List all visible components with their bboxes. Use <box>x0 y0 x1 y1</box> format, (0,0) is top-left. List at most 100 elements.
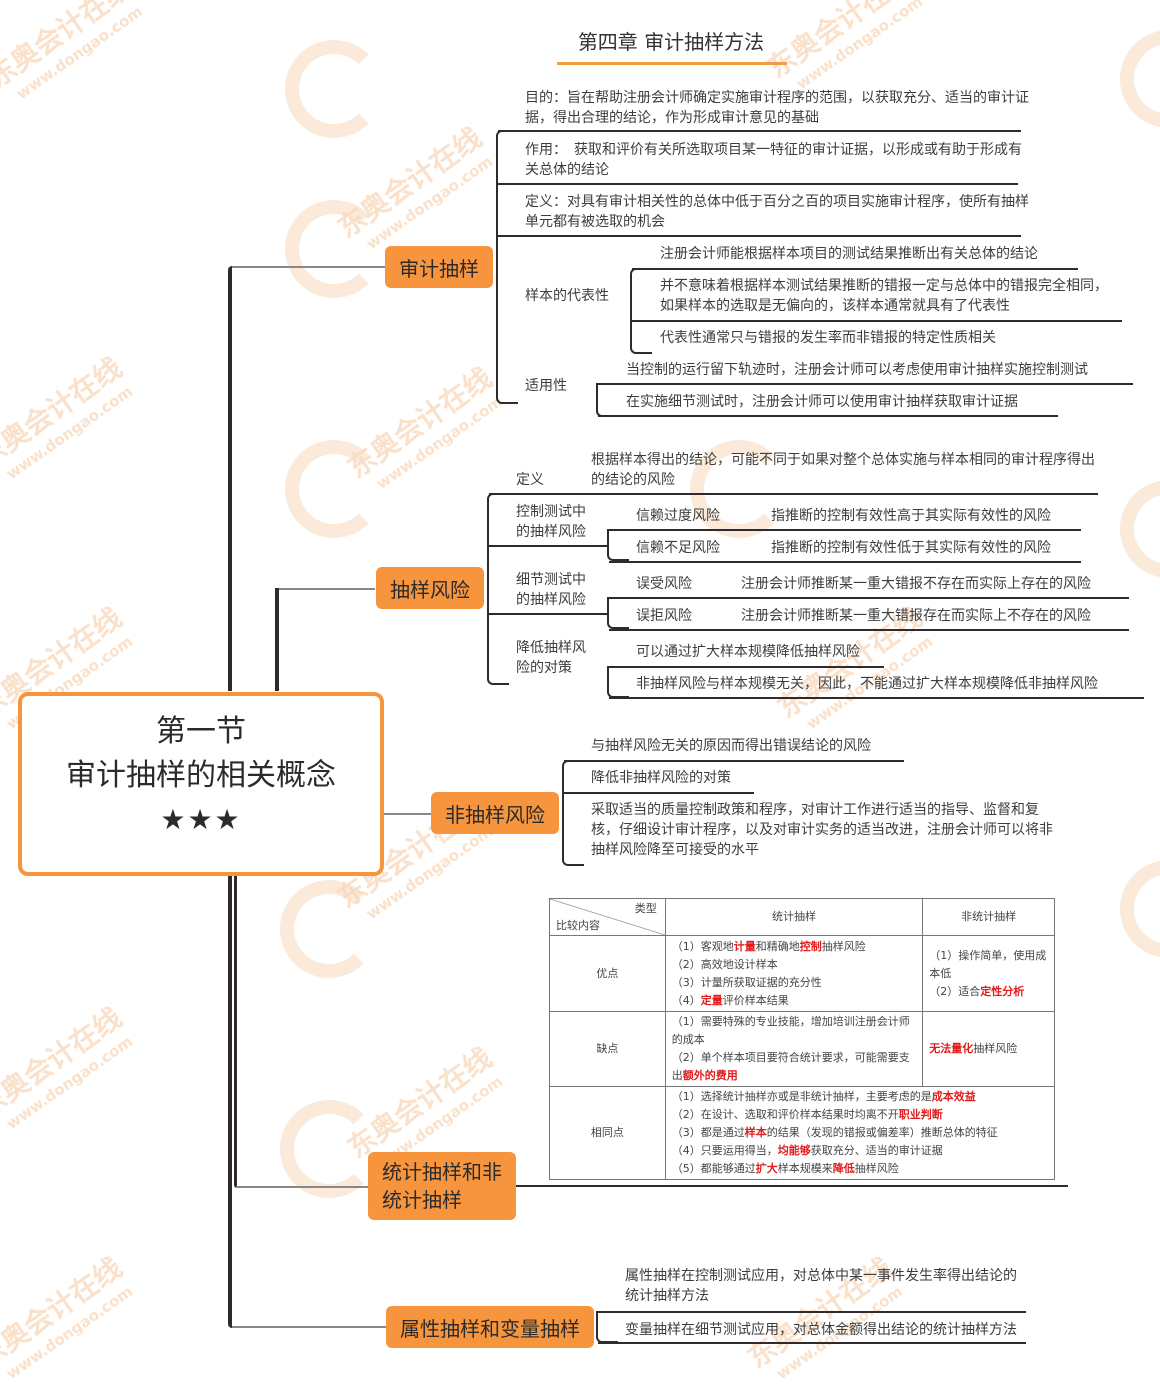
table-header-row: 类型比较内容 统计抽样 非统计抽样 <box>549 898 1055 936</box>
underline <box>609 697 1144 699</box>
underline <box>609 561 1081 563</box>
table-row: 相同点 （1）选择统计抽样亦或是非统计抽样，主要考虑的是成本效益 （2）在设计、… <box>549 1086 1056 1180</box>
representativeness-label: 样本的代表性 <box>525 288 609 304</box>
control-tests-bracket <box>607 529 629 561</box>
risk-desc: 注册会计师推断某一重大错报不存在而实际上存在的风险 <box>741 576 1091 592</box>
branch-nonsampling-risk[interactable]: 非抽样风险 <box>431 792 559 834</box>
representativeness-item: 代表性通常只与错报的发生率而非错报的特定性质相关 <box>660 330 996 346</box>
underline <box>498 183 1018 185</box>
cell: （1）需要特殊的专业技能，增加培训注册会计师的成本 （2）单个样本项目要符合统计… <box>664 1011 924 1087</box>
branch-attribute-variable-sampling[interactable]: 属性抽样和变量抽样 <box>386 1306 594 1348</box>
applicability-bracket <box>596 383 618 417</box>
corner-compare: 比较内容 <box>556 919 600 932</box>
cell: （1）选择统计抽样亦或是非统计抽样，主要考虑的是成本效益 （2）在设计、选取和评… <box>664 1086 1056 1180</box>
nonsampling-countermeasure-text: 采取适当的质量控制政策和程序，对审计工作进行适当的指导、监督和复核，仔细设计审计… <box>591 802 1053 858</box>
sampling-risk-bracket <box>487 493 509 685</box>
detail-tests-bracket <box>607 597 629 629</box>
branch-label: 统计抽样 <box>382 1188 462 1212</box>
underline <box>489 613 609 615</box>
risk-definition-label: 定义 <box>516 472 544 488</box>
representativeness-item: 并不意味着根据样本测试结果推断的错报一定与总体中的错报完全相同，如果样本的选取是… <box>660 278 1108 314</box>
countermeasures-label: 降低抽样风险的对策 <box>516 640 586 676</box>
underline <box>598 1311 1026 1313</box>
underline <box>632 320 1122 322</box>
risk-type: 误受风险 <box>636 576 692 592</box>
underline <box>609 666 884 668</box>
risk-definition-text: 根据样本得出的结论，可能不同于如果对整个总体实施与样本相同的审计程序得出的结论的… <box>591 452 1095 488</box>
applicability-item: 当控制的运行留下轨迹时，注册会计师可以考虑使用审计抽样实施控制测试 <box>626 362 1088 378</box>
detail-tests-label: 细节测试中的抽样风险 <box>516 572 586 608</box>
attribute-sampling-text: 属性抽样在控制测试应用，对总体中某一事件发生率得出结论的统计抽样方法 <box>625 1268 1017 1304</box>
chapter-title: 第四章 审计抽样方法 <box>577 30 765 54</box>
title-underline <box>557 62 787 65</box>
trunk-line-lower <box>228 858 232 1328</box>
watermark-logo-icon <box>285 40 383 138</box>
risk-desc: 指推断的控制有效性高于其实际有效性的风险 <box>771 508 1051 524</box>
attribute-variable-bracket <box>596 1311 618 1343</box>
connector-audit-sampling <box>232 266 386 268</box>
cell: 无法量化抽样风险 <box>922 1011 1055 1087</box>
risk-desc: 指推断的控制有效性低于其实际有效性的风险 <box>771 540 1051 556</box>
variable-sampling-text: 变量抽样在细节测试应用，对总体金额得出结论的统计抽样方法 <box>625 1322 1017 1338</box>
underline <box>489 493 1098 495</box>
countermeasures-bracket <box>607 666 629 698</box>
nonsampling-countermeasure-label: 降低非抽样风险的对策 <box>591 770 731 786</box>
countermeasure-item: 可以通过扩大样本规模降低抽样风险 <box>636 644 860 660</box>
countermeasure-item: 非抽样风险与样本规模无关，因此，不能通过扩大样本规模降低非抽样风险 <box>636 676 1098 692</box>
root-topic[interactable]: 第一节 审计抽样的相关概念 ★★★ <box>18 692 384 876</box>
underline <box>598 415 1058 417</box>
risk-type: 信赖不足风险 <box>636 540 720 556</box>
audit-sampling-purpose: 目的：旨在帮助注册会计师确定实施审计程序的范围，以获取充分、适当的审计证据，得出… <box>525 90 1029 126</box>
watermark-logo-icon <box>285 200 383 298</box>
watermark-logo-icon <box>280 880 378 978</box>
connector-statistical <box>236 1186 368 1188</box>
applicability-label: 适用性 <box>525 378 567 394</box>
row-label: 优点 <box>549 935 666 1012</box>
branch-sampling-risk[interactable]: 抽样风险 <box>376 567 484 609</box>
root-section: 第一节 <box>156 714 246 749</box>
underline <box>498 130 1021 132</box>
connector-nonsampling-risk <box>380 813 432 815</box>
connector-sampling-risk <box>279 588 375 590</box>
underline <box>609 629 1129 631</box>
watermark-logo-icon <box>285 440 383 538</box>
trunk-line-risk <box>275 588 279 691</box>
representativeness-item: 注册会计师能根据样本项目的测试结果推断出有关总体的结论 <box>660 246 1038 262</box>
col-header: 统计抽样 <box>664 898 924 936</box>
underline <box>632 268 1078 270</box>
col-header: 非统计抽样 <box>922 898 1055 936</box>
corner-cell: 类型比较内容 <box>550 899 665 935</box>
cell: （1）客观地计量和精确地控制抽样风险 （2）高效地设计样本 （3）计量所获取证据… <box>664 935 924 1012</box>
underline <box>609 529 1081 531</box>
underline <box>498 235 1021 237</box>
table-row: 优点 （1）客观地计量和精确地控制抽样风险 （2）高效地设计样本 （3）计量所获… <box>549 935 1055 1012</box>
branch-audit-sampling[interactable]: 审计抽样 <box>385 246 493 288</box>
watermark-logo-icon <box>1120 480 1160 578</box>
nonsampling-definition: 与抽样风险无关的原因而得出错误结论的风险 <box>591 738 871 754</box>
underline <box>564 792 754 794</box>
trunk-line-upper <box>228 266 232 691</box>
underline <box>598 1342 1026 1344</box>
audit-sampling-bracket <box>496 130 518 404</box>
watermark-logo-icon <box>1120 30 1160 128</box>
nonsampling-risk-bracket <box>562 760 584 866</box>
watermark-logo-icon <box>1120 860 1160 958</box>
representativeness-bracket <box>630 268 652 354</box>
root-title: 审计抽样的相关概念 <box>66 758 336 793</box>
branch-statistical-sampling[interactable]: 统计抽样和非 统计抽样 <box>368 1152 516 1220</box>
underline <box>516 1185 1068 1187</box>
underline <box>489 545 609 547</box>
connector-attribute-variable <box>232 1326 386 1328</box>
importance-stars-icon: ★★★ <box>160 803 242 836</box>
risk-type: 信赖过度风险 <box>636 508 720 524</box>
applicability-item: 在实施细节测试时，注册会计师可以使用审计抽样获取审计证据 <box>626 394 1018 410</box>
trunk-line-stat <box>234 858 237 1188</box>
risk-desc: 注册会计师推断某一重大错报存在而实际上不存在的风险 <box>741 608 1091 624</box>
